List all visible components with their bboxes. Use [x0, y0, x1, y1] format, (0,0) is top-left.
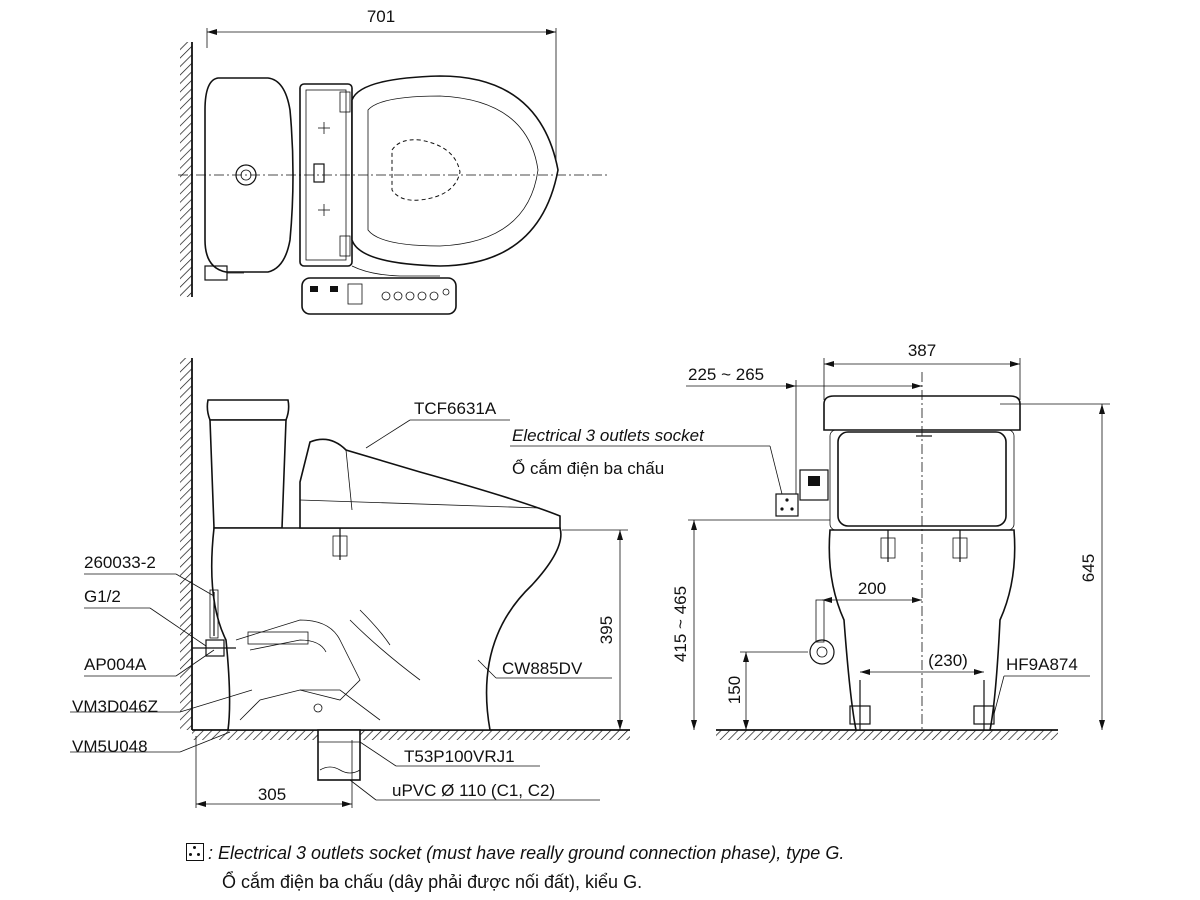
- label-thread: G1/2: [84, 587, 121, 606]
- label-pipe: uPVC Ø 110 (C1, C2): [392, 781, 555, 800]
- top-view: 701: [178, 7, 610, 315]
- dim-supply-offset: 200: [858, 579, 886, 598]
- wall-hatch-side: [180, 358, 192, 730]
- dim-seat-height: 415 ~ 465: [671, 586, 690, 662]
- dim-total-height: 645: [1079, 554, 1098, 582]
- label-part-1: 260033-2: [84, 553, 156, 572]
- dim-rough-in: 305: [258, 785, 286, 804]
- dim-socket-offset: 225 ~ 265: [688, 365, 764, 384]
- dim-bolt-spacing: (230): [928, 651, 968, 670]
- floor-hatch: [192, 730, 630, 740]
- footnote-vi: Ổ cắm điện ba chấu (dây phải được nối đấ…: [222, 872, 643, 892]
- label-bolt-model: HF9A874: [1006, 655, 1078, 674]
- floor-hatch-front: [716, 730, 1058, 740]
- label-part-2: AP004A: [84, 655, 147, 674]
- label-flange: T53P100VRJ1: [404, 747, 515, 766]
- label-socket-vi: Ổ cắm điện ba chấu: [512, 459, 664, 478]
- label-part-4: VM5U048: [72, 737, 148, 756]
- remote-control-icon: [301, 277, 457, 315]
- label-part-3: VM3D046Z: [72, 697, 158, 716]
- side-view: 305 395 TCF6631A 260033-2 G1/2 AP004A VM…: [70, 358, 630, 808]
- label-bowl-model: CW885DV: [502, 659, 583, 678]
- socket-icon: [186, 843, 204, 861]
- dim-bowl-height: 395: [597, 616, 616, 644]
- footnote-en: : Electrical 3 outlets socket (must have…: [186, 843, 844, 864]
- front-view: 387 225 ~ 265 Electrical 3 outlets socke…: [510, 341, 1110, 740]
- dim-supply-height: 150: [725, 676, 744, 704]
- label-socket-en: Electrical 3 outlets socket: [512, 426, 705, 445]
- dim-overall-length: 701: [367, 7, 395, 26]
- socket-box: [775, 493, 799, 517]
- footnote-en-text: : Electrical 3 outlets socket (must have…: [208, 843, 845, 863]
- wall-hatch: [180, 42, 192, 297]
- label-seat-model: TCF6631A: [414, 399, 497, 418]
- dim-width: 387: [908, 341, 936, 360]
